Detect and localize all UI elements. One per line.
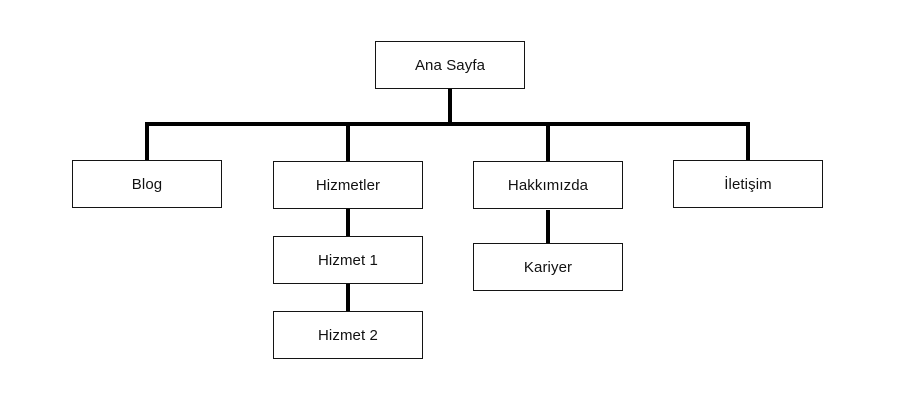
edge-trunk-horizontal [145, 122, 750, 126]
edge-hizmetler-hizmet1 [346, 209, 350, 236]
edge-hakkimizda-kariyer [546, 210, 550, 243]
node-kariyer-label: Kariyer [523, 258, 573, 276]
node-blog: Blog [72, 160, 222, 208]
node-ana-sayfa: Ana Sayfa [375, 41, 525, 89]
edge-hizmet1-hizmet2 [346, 284, 350, 311]
node-hizmet1: Hizmet 1 [273, 236, 423, 284]
node-hizmet2: Hizmet 2 [273, 311, 423, 359]
node-kariyer: Kariyer [473, 243, 623, 291]
node-blog-label: Blog [131, 175, 163, 193]
node-hakkimizda-label: Hakkımızda [507, 176, 589, 194]
node-iletisim-label: İletişim [724, 175, 772, 193]
edge-trunk-hizmetler [346, 122, 350, 161]
edge-trunk-hakkimizda [546, 122, 550, 161]
node-hizmet2-label: Hizmet 2 [318, 326, 378, 344]
node-iletisim: İletişim [673, 160, 823, 208]
edge-trunk-blog [145, 122, 149, 160]
node-hizmetler-label: Hizmetler [315, 176, 381, 194]
node-ana-sayfa-label: Ana Sayfa [414, 56, 486, 74]
edge-trunk-iletisim [746, 122, 750, 160]
node-hizmet1-label: Hizmet 1 [318, 251, 378, 269]
node-hakkimizda: Hakkımızda [473, 161, 623, 209]
node-hizmetler: Hizmetler [273, 161, 423, 209]
edge-ana-sayfa-trunk [448, 89, 452, 126]
